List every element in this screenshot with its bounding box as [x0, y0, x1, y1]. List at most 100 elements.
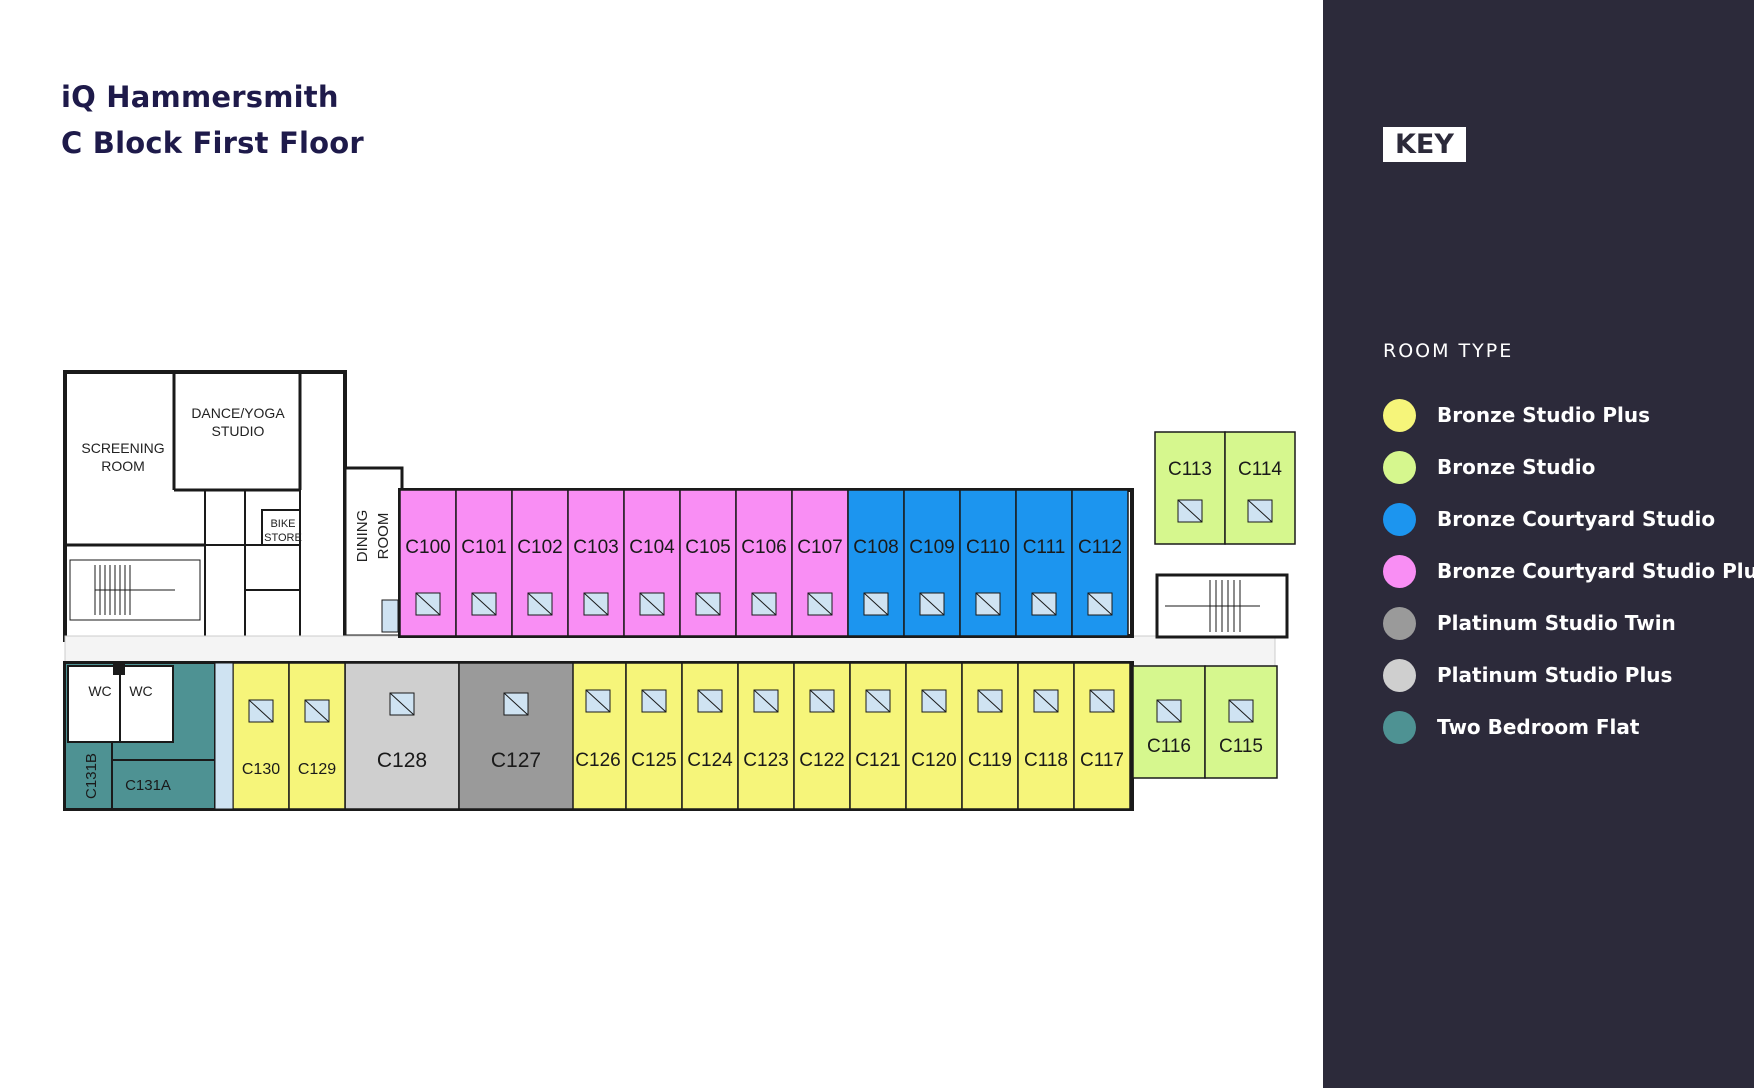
- room-fill: [1154, 431, 1226, 545]
- ensuite-mark: [919, 592, 945, 616]
- room-c103[interactable]: C103: [567, 489, 625, 637]
- room-c109[interactable]: C109: [903, 489, 961, 637]
- kitchenette: [381, 599, 399, 633]
- room-label: C115: [1219, 736, 1263, 757]
- wc-fixture: [113, 663, 125, 675]
- legend-swatch: [1383, 606, 1416, 640]
- room-type-heading: ROOM TYPE: [1383, 340, 1514, 362]
- dining-room-block: [343, 466, 404, 638]
- legend-swatch: [1383, 658, 1416, 692]
- legend-swatch: [1383, 554, 1416, 588]
- room-fill: [344, 662, 460, 810]
- ensuite-mark: [389, 692, 415, 716]
- legend-swatch: [1383, 398, 1416, 432]
- legend-swatch: [1383, 502, 1416, 536]
- room-label: C130: [242, 761, 280, 778]
- room-c125[interactable]: C125: [625, 662, 683, 810]
- room-c105[interactable]: C105: [679, 489, 737, 637]
- ensuite-mark: [975, 592, 1001, 616]
- legend-label: Bronze Studio Plus: [1437, 403, 1650, 427]
- room-c101[interactable]: C101: [455, 489, 513, 637]
- title-line-2: C Block First Floor: [61, 126, 364, 160]
- room-c116[interactable]: C116: [1132, 665, 1206, 779]
- ensuite-mark: [1033, 689, 1059, 713]
- room-c111[interactable]: C111: [1015, 489, 1073, 637]
- room-label: C119: [968, 750, 1012, 771]
- ensuite-mark: [248, 699, 274, 723]
- dance-studio-label-2: STUDIO: [212, 423, 265, 439]
- wc-label-2: WC: [129, 683, 152, 699]
- room-c115[interactable]: C115: [1204, 665, 1278, 779]
- ensuite-mark: [807, 592, 833, 616]
- room-c120[interactable]: C120: [905, 662, 963, 810]
- room-c100[interactable]: C100: [399, 489, 457, 637]
- legend-label: Platinum Studio Twin: [1437, 611, 1676, 635]
- room-label: C111: [1023, 537, 1066, 558]
- ensuite-mark: [527, 592, 553, 616]
- ensuite-mark: [1228, 699, 1254, 723]
- room-c127[interactable]: C127: [458, 662, 574, 810]
- room-c128[interactable]: C128: [344, 662, 460, 810]
- room-c122[interactable]: C122: [793, 662, 851, 810]
- flat-hallway: [214, 662, 234, 810]
- room-c114[interactable]: C114: [1224, 431, 1296, 545]
- legend-item: Two Bedroom Flat: [1383, 701, 1754, 753]
- ensuite-mark: [1247, 499, 1273, 523]
- screening-room-label: SCREENING: [81, 440, 164, 456]
- screening-room-label-2: ROOM: [101, 458, 145, 474]
- legend-swatch: [1383, 710, 1416, 744]
- room-label: C101: [461, 537, 506, 558]
- room-label: C122: [799, 750, 844, 771]
- ensuite-mark: [1177, 499, 1203, 523]
- room-c106[interactable]: C106: [735, 489, 793, 637]
- stair-well: [69, 559, 201, 621]
- room-fill: [1017, 662, 1075, 810]
- wc-label-1: WC: [88, 683, 111, 699]
- room-c102[interactable]: C102: [511, 489, 569, 637]
- stairs-left: [69, 559, 201, 621]
- legend-label: Bronze Studio: [1437, 455, 1596, 479]
- room-c119[interactable]: C119: [961, 662, 1019, 810]
- ensuite-mark: [503, 692, 529, 716]
- room-label: C110: [966, 537, 1010, 558]
- room-fill: [232, 662, 290, 810]
- room-fill: [625, 662, 683, 810]
- ensuite-mark: [753, 689, 779, 713]
- room-label: C106: [741, 537, 786, 558]
- room-fill: [1071, 489, 1129, 637]
- room-c130[interactable]: C130: [232, 662, 290, 810]
- room-c124[interactable]: C124: [681, 662, 739, 810]
- room-c117[interactable]: C117: [1073, 662, 1131, 810]
- room-c110[interactable]: C110: [959, 489, 1017, 637]
- room-c112[interactable]: C112: [1071, 489, 1129, 637]
- room-c129[interactable]: C129: [288, 662, 346, 810]
- room-c118[interactable]: C118: [1017, 662, 1075, 810]
- room-c123[interactable]: C123: [737, 662, 795, 810]
- room-label-c131a: C131A: [125, 777, 171, 794]
- room-fill: [569, 662, 627, 810]
- room-label: C120: [911, 750, 956, 771]
- room-label: C100: [405, 537, 450, 558]
- room-c107[interactable]: C107: [791, 489, 849, 637]
- ensuite-mark: [1087, 592, 1113, 616]
- room-c126[interactable]: C126: [569, 662, 627, 810]
- room-c108[interactable]: C108: [847, 489, 905, 637]
- ensuite-mark: [639, 592, 665, 616]
- room-fill: [288, 662, 346, 810]
- room-c113[interactable]: C113: [1154, 431, 1226, 545]
- room-c104[interactable]: C104: [623, 489, 681, 637]
- room-fill: [458, 662, 574, 810]
- room-fill: [905, 662, 963, 810]
- room-label: C126: [575, 750, 620, 771]
- room-c121[interactable]: C121: [849, 662, 907, 810]
- room-fill: [737, 662, 795, 810]
- dance-studio-label: DANCE/YOGA: [191, 405, 285, 421]
- room-fill: [1224, 431, 1296, 545]
- dining-room-label-2: ROOM: [375, 513, 392, 560]
